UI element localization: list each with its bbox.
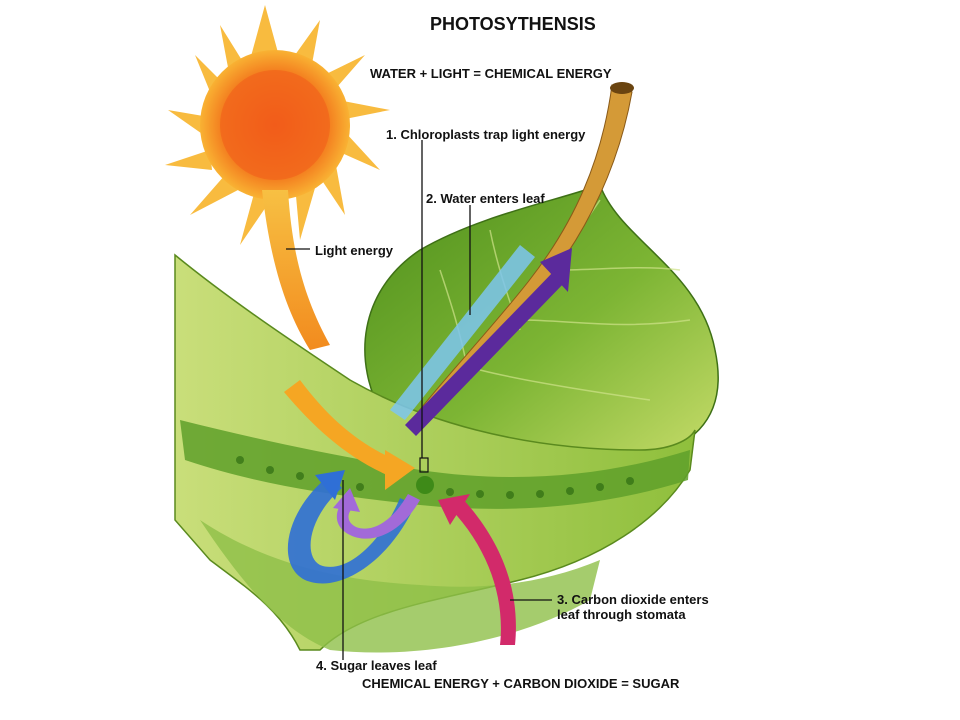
chloroplast	[416, 476, 434, 494]
purple-arrow	[405, 248, 572, 436]
leader-lines	[286, 140, 552, 660]
light-beam	[262, 190, 330, 350]
purple-curved-arrow	[333, 488, 420, 539]
label-light-energy: Light energy	[315, 243, 394, 258]
label-step1-chloroplasts: 1. Chloroplasts trap light energy	[386, 127, 586, 142]
chloroplast-marker	[419, 457, 429, 473]
page-title: PHOTOSYTHENSIS	[430, 14, 596, 34]
sun	[165, 5, 390, 245]
light-arrow	[284, 380, 415, 490]
water-tube-opening	[610, 82, 634, 94]
label-step4-sugar: 4. Sugar leaves leaf	[316, 658, 437, 673]
cell-dots	[236, 456, 634, 499]
carbon-dioxide-arrow	[438, 494, 516, 645]
blue-curved-arrow	[287, 470, 415, 584]
palisade-layer	[180, 420, 690, 509]
label-step3-carbon-dioxide: 3. Carbon dioxide enters leaf through st…	[557, 592, 709, 622]
label-step2-water: 2. Water enters leaf	[426, 191, 545, 206]
equation-bottom: CHEMICAL ENERGY + CARBON DIOXIDE = SUGAR	[362, 676, 680, 691]
water-arrow	[390, 245, 535, 420]
equation-top: WATER + LIGHT = CHEMICAL ENERGY	[370, 66, 612, 81]
lower-leaf-sheet	[200, 520, 600, 653]
